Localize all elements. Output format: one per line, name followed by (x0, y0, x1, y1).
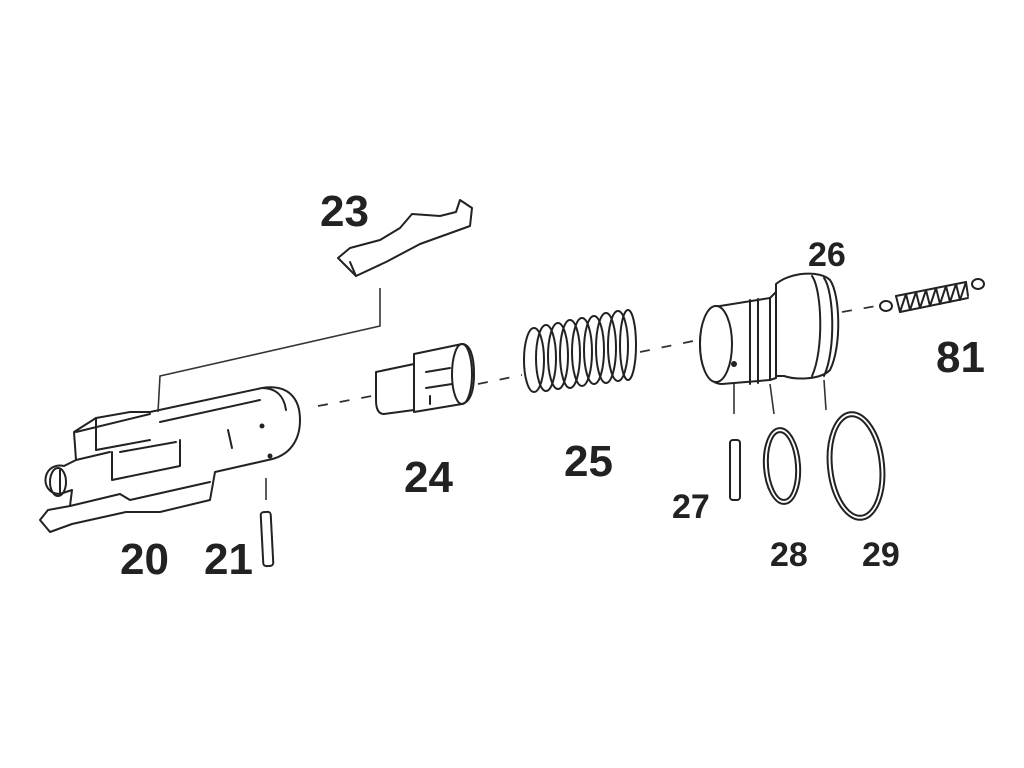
label-24: 24 (404, 453, 453, 502)
label-21: 21 (204, 535, 253, 584)
label-81: 81 (936, 333, 985, 382)
part-20-housing (39, 386, 301, 533)
part-29-o-ring (823, 379, 886, 521)
label-20: 20 (120, 535, 169, 584)
label-25: 25 (564, 437, 613, 486)
part-81-small-spring (879, 278, 985, 313)
part-26-cylinder-head (699, 272, 840, 385)
part-27-pin (729, 384, 741, 501)
part-25-spring (523, 309, 637, 393)
label-28: 28 (770, 536, 808, 574)
label-29: 29 (862, 536, 900, 574)
alignment-line (317, 303, 889, 407)
label-23: 23 (320, 187, 369, 236)
label-26: 26 (808, 236, 846, 274)
label-27: 27 (672, 488, 710, 526)
part-24-piston (375, 343, 475, 415)
part-23-clip (157, 199, 473, 413)
part-28-o-ring (762, 383, 802, 505)
part-21-pin (259, 478, 275, 568)
